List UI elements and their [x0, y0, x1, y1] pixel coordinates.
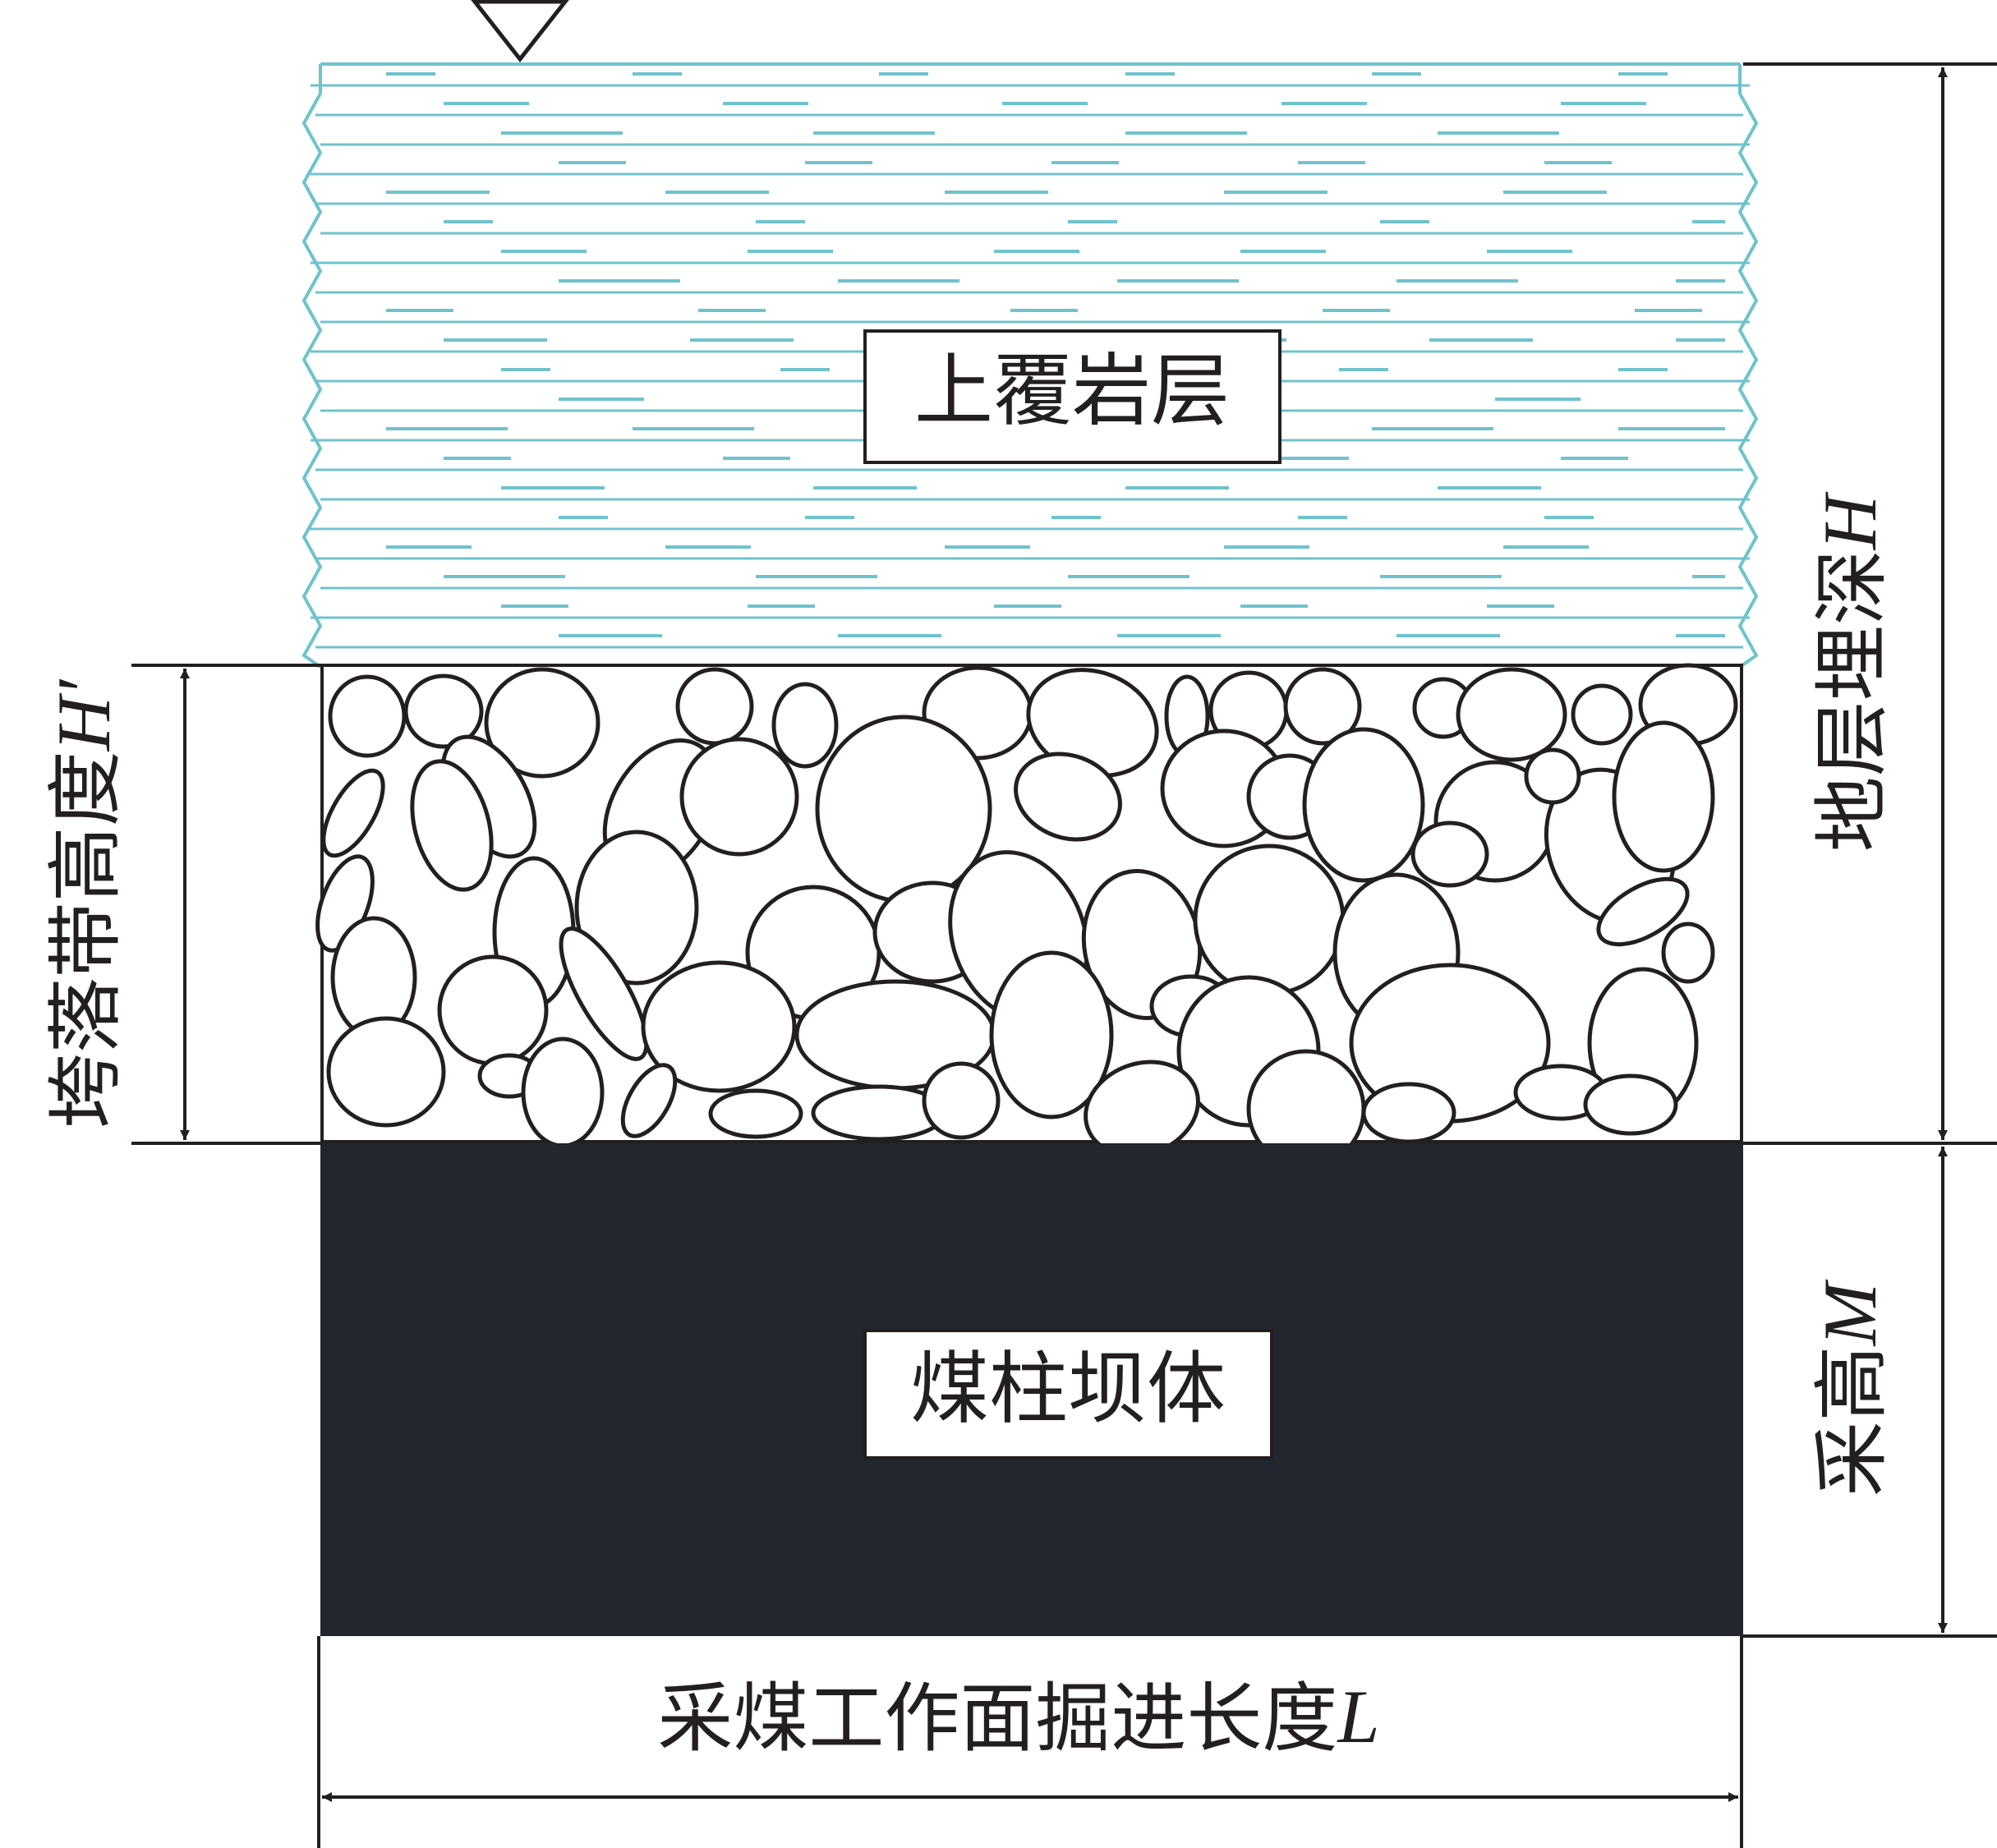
caved-rock-fragment	[620, 1063, 678, 1138]
caved-rock-fragment	[521, 1037, 605, 1148]
coal-pillar-dam-label: 煤柱坝体	[910, 1343, 1226, 1435]
caving-zone	[315, 663, 1743, 1169]
caving-zone-height-dimension	[131, 664, 320, 1145]
caved-rock-fragment	[641, 960, 797, 1093]
caving-zone-height-label: 垮落带高度H′	[42, 678, 130, 1129]
burial-depth-label: 地层埋深H	[1808, 491, 1896, 852]
caved-rock-fragment	[1361, 1082, 1456, 1144]
caved-rock-fragment	[1193, 844, 1346, 996]
overburden-left-edge	[301, 64, 323, 669]
coal-pillar-dam-label-box	[863, 1329, 1273, 1460]
overburden-label-box	[863, 329, 1281, 464]
caved-rock-fragment	[1410, 821, 1489, 888]
caved-rock-fragment	[410, 759, 494, 892]
face-advance-length-dimension	[317, 1636, 1743, 1848]
caved-rock-fragment	[989, 950, 1114, 1119]
caved-rock-fragment	[1661, 922, 1715, 984]
overburden-label: 上覆岩层	[914, 345, 1230, 437]
caved-rock-fragment	[559, 926, 649, 1061]
caved-rock-fragment	[1571, 683, 1633, 746]
caved-rock-fragment	[1583, 1073, 1678, 1136]
caved-rock-fragment	[574, 830, 699, 986]
caved-rock-fragment	[484, 667, 600, 779]
caved-rock-fragment	[1302, 727, 1425, 883]
burial-depth-dimension	[1743, 62, 1997, 1145]
caved-rock-fragment	[675, 667, 754, 746]
mining-height-label: 采高M	[1808, 1279, 1896, 1496]
caved-rock-fragment	[403, 673, 484, 749]
face-advance-length-label: 采煤工作面掘进长度L	[657, 1675, 1379, 1763]
caved-rock-fragment	[328, 674, 407, 758]
caved-rock-fragment	[1524, 747, 1581, 805]
caved-rock-fragment	[708, 1088, 803, 1139]
caved-rock-fragment	[437, 954, 549, 1066]
water-table-icon	[471, 0, 569, 63]
caved-rock-fragment	[1596, 876, 1690, 947]
caved-rock-fragment	[1456, 667, 1567, 762]
mining-height-dimension	[1743, 1147, 1997, 1638]
caved-rock-fragment	[1014, 752, 1122, 842]
caved-rock-fragment	[326, 1016, 446, 1128]
overburden-right-edge	[1737, 64, 1759, 669]
caved-rock-fragment	[679, 737, 799, 857]
caved-rock-fragment	[321, 768, 385, 858]
caved-rock-fragment	[771, 682, 839, 769]
caved-rock-fragment	[1283, 667, 1362, 746]
caved-rock-fragment	[1612, 720, 1715, 873]
caved-rock-fragment	[922, 1061, 1001, 1140]
